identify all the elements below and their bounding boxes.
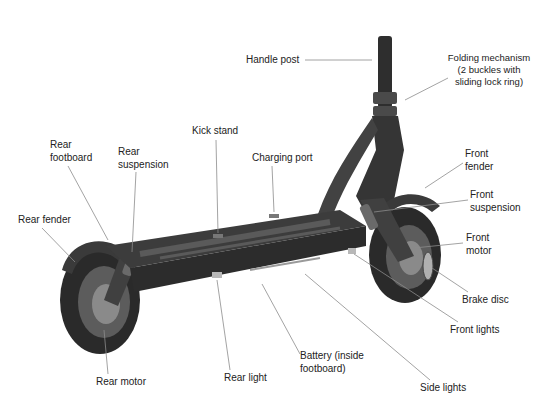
leader-line — [262, 284, 300, 354]
part-label: Rear light — [224, 372, 267, 385]
part-label: Rear motor — [96, 376, 146, 389]
leader-line — [305, 60, 372, 61]
rear-light-shape — [212, 272, 222, 278]
front-light-shape — [348, 248, 356, 254]
leader-line — [405, 78, 448, 100]
brake-disc-shape — [423, 252, 433, 280]
leader-line — [432, 268, 468, 292]
side-light-strip — [250, 258, 320, 270]
kick-stand-shape — [213, 234, 223, 238]
part-label: Brake disc — [462, 294, 509, 307]
part-label: Front suspension — [470, 189, 532, 214]
leader-line — [104, 330, 108, 374]
leader-line — [216, 140, 218, 233]
folding-buckle — [373, 106, 397, 116]
part-label: Handle post — [246, 54, 299, 67]
part-label: Rear suspension — [118, 146, 178, 171]
leader-line — [354, 254, 458, 322]
leader-line — [217, 280, 230, 370]
part-label: Battery (inside footboard) — [300, 350, 380, 375]
leader-line — [425, 163, 463, 188]
leader-line — [272, 166, 274, 212]
leader-line — [414, 243, 463, 248]
part-label: Front lights — [450, 324, 499, 337]
leader-line — [68, 166, 108, 240]
folding-buckle — [373, 92, 397, 104]
part-label: Front motor — [466, 232, 506, 257]
part-label: Charging port — [252, 152, 313, 165]
leader-line — [132, 172, 136, 252]
leader-line — [42, 228, 75, 262]
part-label: Rear footboard — [50, 139, 105, 164]
part-label: Folding mechanism (2 buckles with slidin… — [445, 52, 533, 88]
part-label: Rear fender — [18, 214, 71, 227]
deck-grip — [140, 222, 330, 254]
part-label: Front fender — [465, 148, 515, 173]
charging-port-shape — [269, 214, 279, 218]
deck-grip — [160, 228, 340, 258]
leader-line — [374, 200, 468, 212]
part-label: Side lights — [420, 382, 466, 395]
part-label: Kick stand — [192, 125, 238, 138]
